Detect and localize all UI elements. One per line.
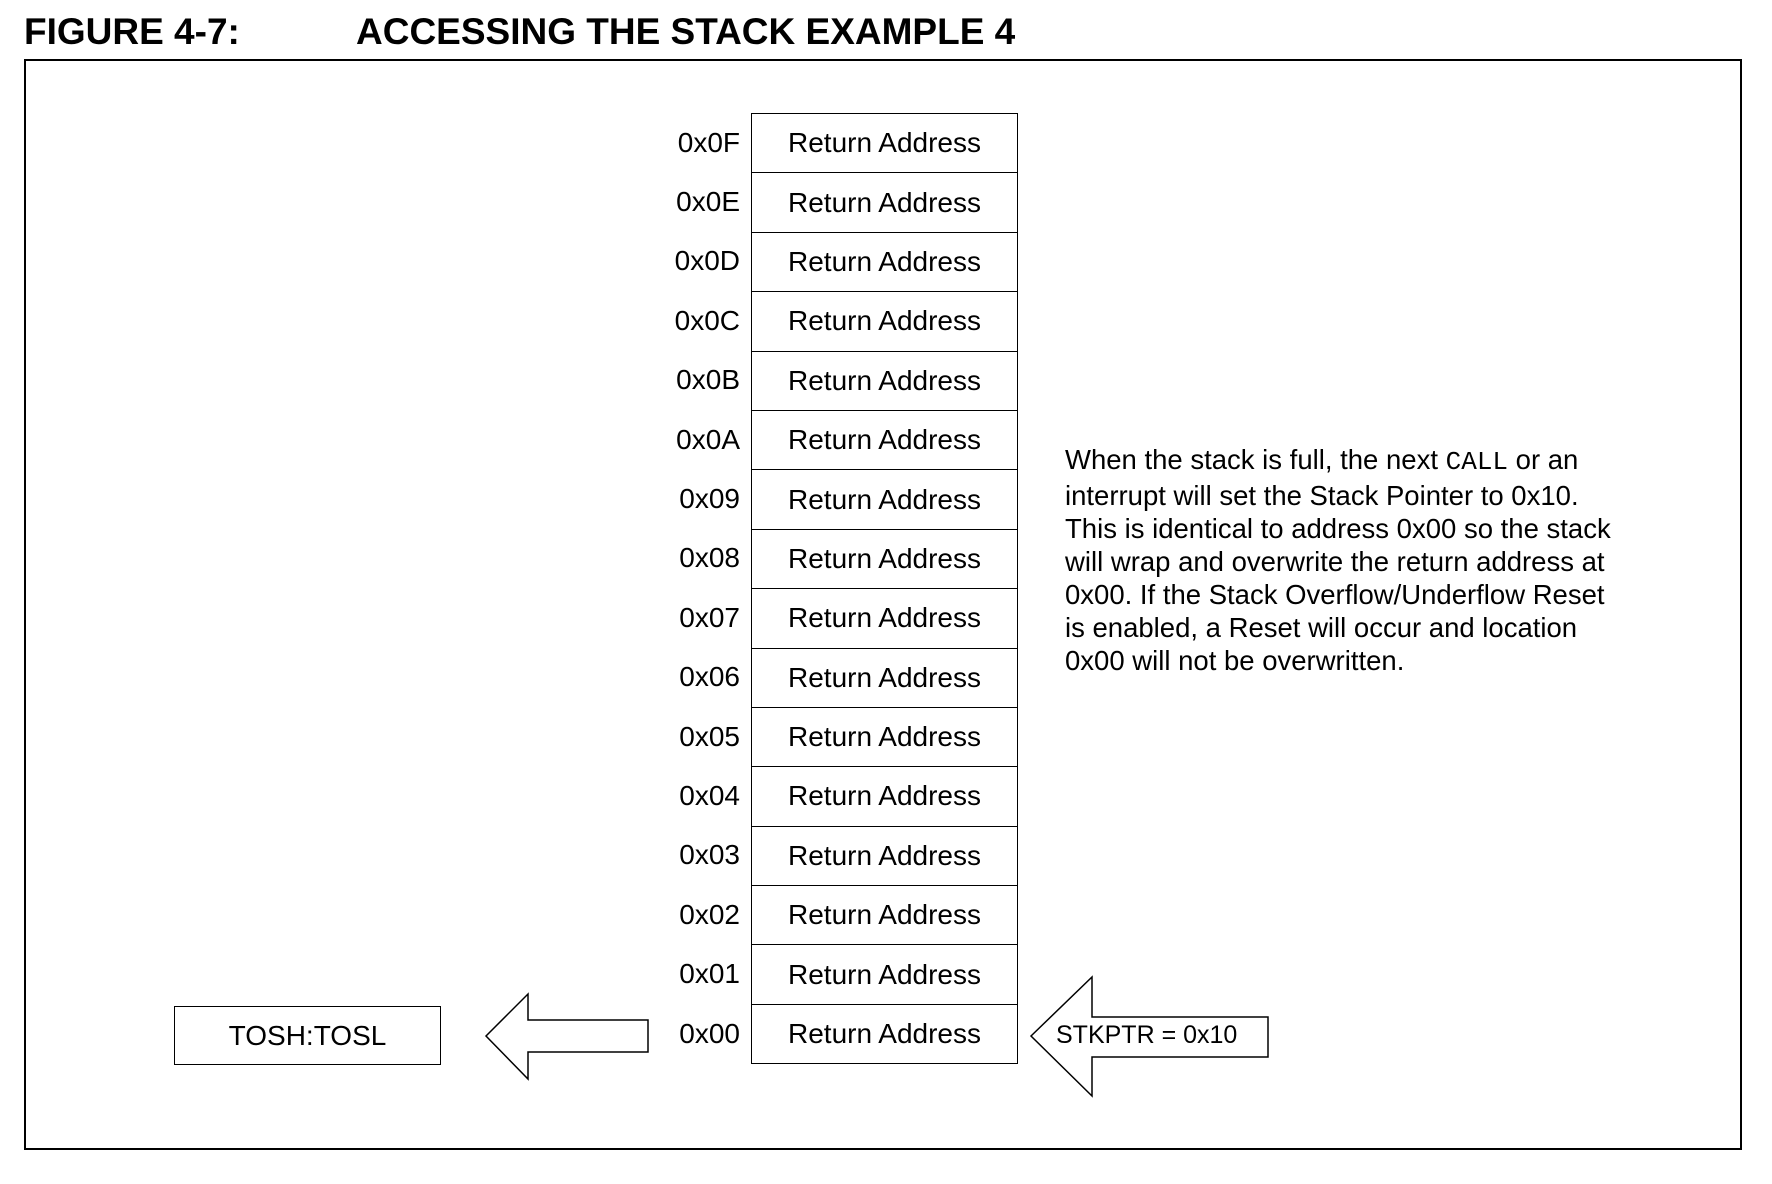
address-label: 0x0A [676,423,740,455]
address-label: 0x0C [674,304,740,336]
address-label: 0x02 [679,898,740,930]
stack-cell: Return Address [752,173,1017,233]
note-code: CALL [1445,447,1509,477]
stack-table: Return Address Return Address Return Add… [751,113,1018,1065]
stack-cell-top-of-stack: Return Address [752,1005,1017,1065]
figure-title: ACCESSING THE STACK EXAMPLE 4 [356,11,1016,52]
address-label: 0x04 [679,779,740,811]
address-label: 0x0B [676,364,740,396]
address-label: 0x01 [679,958,740,990]
address-label: 0x06 [679,661,740,693]
address-label: 0x00 [679,1017,740,1049]
stack-cell: Return Address [752,114,1017,174]
note-text-end: or an interrupt will set the Stack Point… [1065,444,1611,676]
note-text-start: When the stack is full, the next [1065,444,1446,475]
stack-cell: Return Address [752,886,1017,946]
address-label: 0x08 [679,542,740,574]
stack-cell: Return Address [752,352,1017,411]
address-label: 0x0D [674,245,740,277]
stack-cell: Return Address [752,292,1017,352]
tos-register-box: TOSH:TOSL [174,1006,441,1065]
address-label: 0x0E [676,186,740,218]
stack-full-note: When the stack is full, the next CALL or… [1065,443,1625,677]
stack-cell: Return Address [752,945,1017,1005]
address-label: 0x09 [679,483,740,515]
figure-frame [24,59,1742,1150]
stack-cell: Return Address [752,411,1017,471]
stack-cell: Return Address [752,233,1017,293]
stack-pointer-label: STKPTR = 0x10 [1056,1021,1238,1049]
stack-cell: Return Address [752,649,1017,708]
address-label: 0x0F [677,126,740,158]
stack-cell: Return Address [752,827,1017,887]
address-label: 0x05 [679,720,740,752]
figure-number: FIGURE 4-7: [24,11,240,52]
address-label: 0x07 [679,601,740,633]
stack-cell: Return Address [752,530,1017,590]
stack-cell: Return Address [752,767,1017,827]
stack-cell: Return Address [752,589,1017,649]
stack-cell: Return Address [752,470,1017,530]
address-column: 0x0F 0x0E 0x0D 0x0C 0x0B 0x0A 0x09 0x08 … [640,113,740,1063]
stack-cell: Return Address [752,708,1017,768]
address-label: 0x03 [679,839,740,871]
